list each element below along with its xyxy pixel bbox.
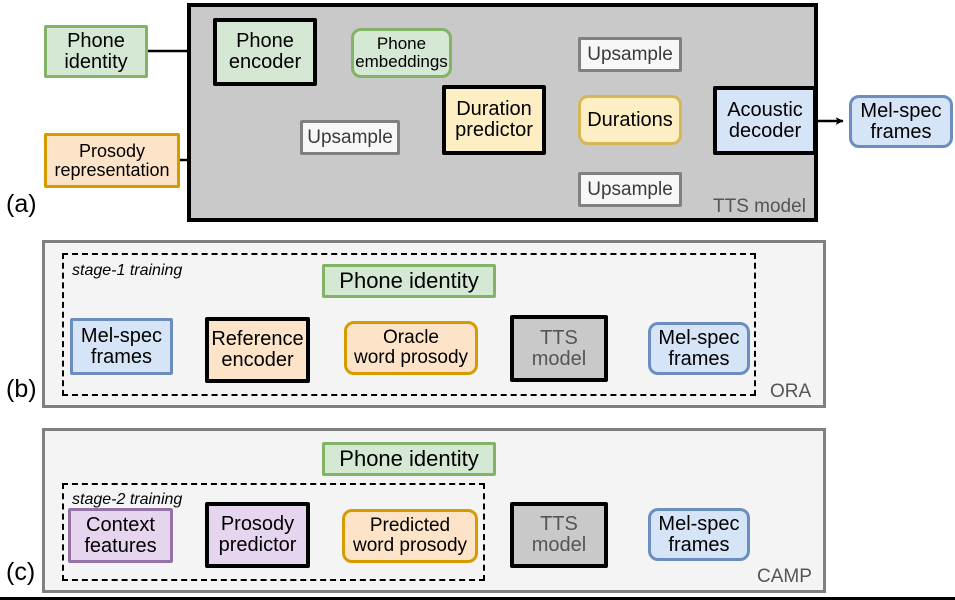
panel-c-stage2-dashed-box [62, 483, 485, 581]
node-oracle-word-prosody[interactable]: Oracle word prosody [344, 321, 478, 375]
node-upsample-mid[interactable]: Upsample [300, 120, 400, 155]
node-mel-spec-frames-a[interactable]: Mel-spec frames [849, 95, 953, 148]
panel-c-container-label: CAMP [757, 566, 812, 587]
node-predicted-word-prosody[interactable]: Predicted word prosody [342, 509, 478, 563]
node-reference-encoder[interactable]: Reference encoder [205, 317, 310, 383]
panel-c-stage-label: stage-2 training [72, 491, 183, 508]
node-tts-model-c[interactable]: TTS model [510, 502, 608, 568]
node-phone-embeddings[interactable]: Phone embeddings [351, 28, 452, 78]
caption-c: (c) [6, 558, 36, 586]
node-tts-model-b[interactable]: TTS model [510, 315, 608, 382]
node-duration-predictor[interactable]: Duration predictor [442, 85, 546, 155]
caption-b: (b) [6, 375, 37, 403]
bottom-rule-divider [0, 597, 955, 600]
node-phone-identity-c[interactable]: Phone identity [322, 442, 496, 476]
caption-a: (a) [6, 190, 37, 218]
node-phone-encoder[interactable]: Phone encoder [213, 18, 317, 86]
panel-b-container-label: ORA [770, 381, 812, 402]
node-phone-identity-a[interactable]: Phone identity [44, 25, 148, 78]
node-upsample-top[interactable]: Upsample [578, 37, 682, 72]
node-context-features[interactable]: Context features [68, 508, 173, 563]
panel-a-container-label: TTS model [713, 196, 806, 217]
node-mel-spec-frames-b-input[interactable]: Mel-spec frames [70, 318, 173, 375]
node-prosody-predictor[interactable]: Prosody predictor [205, 502, 310, 568]
node-prosody-representation[interactable]: Prosody representation [44, 133, 180, 188]
node-acoustic-decoder[interactable]: Acoustic decoder [713, 86, 817, 155]
node-upsample-bottom[interactable]: Upsample [578, 172, 682, 207]
panel-b-stage-label: stage-1 training [72, 262, 183, 279]
node-durations[interactable]: Durations [578, 95, 682, 145]
panel-b-stage1-dashed-box [62, 253, 756, 396]
node-phone-identity-b[interactable]: Phone identity [322, 264, 496, 298]
node-mel-spec-frames-b-output[interactable]: Mel-spec frames [648, 322, 750, 375]
node-mel-spec-frames-c-output[interactable]: Mel-spec frames [648, 508, 750, 561]
